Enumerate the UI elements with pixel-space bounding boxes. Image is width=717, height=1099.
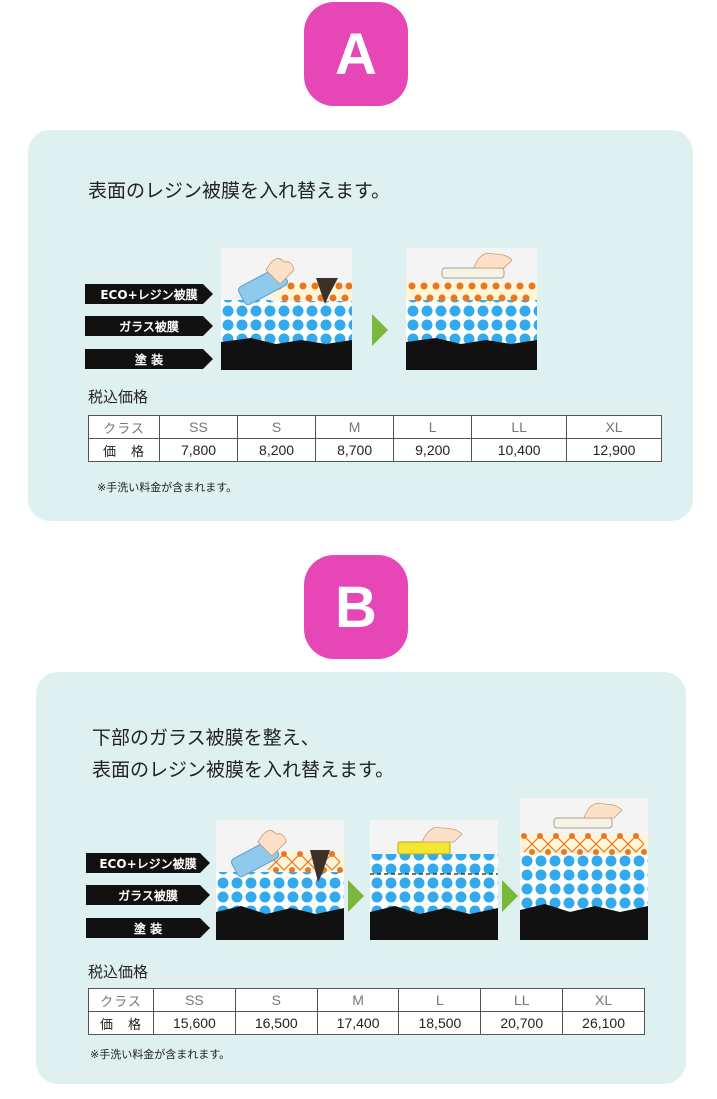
plan-b-description: 下部のガラス被膜を整え、 表面のレジン被膜を入れ替えます。 [92, 727, 395, 781]
price-cell: 8,200 [237, 438, 317, 462]
table-row: クラス SS S M L LL XL [88, 415, 662, 439]
resin-dots-new [408, 282, 536, 302]
polish-pad-icon [397, 826, 463, 855]
price-header-cell: 価 格 [88, 1011, 154, 1035]
size-cell: XL [562, 988, 645, 1012]
diagram-remove-resin [216, 820, 344, 940]
class-header-cell: クラス [88, 988, 154, 1012]
price-cell: 7,800 [158, 438, 239, 462]
size-cell: SS [153, 988, 236, 1012]
plan-b-note: ※手洗い料金が含まれます。 [90, 1048, 231, 1061]
size-cell: S [237, 415, 317, 439]
plan-a-price-table: クラス SS S M L LL XL 価 格 7,800 8,200 8,700… [88, 415, 662, 462]
arrow-right-icon [372, 314, 388, 346]
price-cell: 9,200 [393, 438, 473, 462]
plan-a-badge: A [304, 2, 408, 106]
plan-a-price-heading: 税込価格 [88, 388, 149, 406]
sponge-icon [231, 830, 287, 878]
size-cell: L [398, 988, 482, 1012]
price-cell: 16,500 [234, 1011, 318, 1035]
size-cell: XL [566, 415, 662, 439]
size-cell: M [316, 988, 400, 1012]
price-cell: 8,700 [315, 438, 395, 462]
plan-a-description: 表面のレジン被膜を入れ替えます。 [88, 180, 391, 202]
label-glass-layer: ガラス被膜 [86, 885, 210, 905]
label-paint-layer: 塗 装 [85, 349, 213, 369]
class-header-cell: クラス [88, 415, 160, 439]
arrow-right-icon [348, 880, 364, 912]
diagram-apply-resin [406, 248, 537, 370]
size-cell: SS [158, 415, 239, 439]
table-row: 価 格 15,600 16,500 17,400 18,500 20,700 2… [88, 1011, 645, 1035]
plan-b-price-table: クラス SS S M L LL XL 価 格 15,600 16,500 17,… [88, 988, 645, 1035]
arrow-right-icon [502, 880, 518, 912]
polish-pad-icon [553, 802, 623, 829]
plan-b-price-heading: 税込価格 [88, 963, 149, 981]
price-header-cell: 価 格 [88, 438, 160, 462]
price-cell: 10,400 [471, 438, 568, 462]
size-cell: LL [480, 988, 564, 1012]
sponge-icon [238, 258, 295, 306]
plan-b-badge: B [304, 555, 408, 659]
diagram-remove-resin [221, 248, 352, 370]
price-cell: 12,900 [566, 438, 662, 462]
size-cell: LL [471, 415, 568, 439]
label-glass-layer: ガラス被膜 [85, 316, 213, 336]
label-paint-layer: 塗 装 [86, 918, 210, 938]
polish-pad-icon [441, 252, 513, 279]
label-resin-layer: ECO+レジン被膜 [86, 853, 210, 873]
plan-b-panel: 下部のガラス被膜を整え、 表面のレジン被膜を入れ替えます。 ECO+レジン被膜 … [36, 672, 686, 1084]
price-cell: 26,100 [562, 1011, 645, 1035]
price-cell: 18,500 [398, 1011, 482, 1035]
label-resin-layer: ECO+レジン被膜 [85, 284, 213, 304]
diagram-level-glass [370, 820, 498, 940]
diagram-apply-resin [520, 798, 648, 940]
table-row: クラス SS S M L LL XL [88, 988, 645, 1012]
price-cell: 20,700 [480, 1011, 564, 1035]
price-cell: 15,600 [153, 1011, 236, 1035]
plan-a-panel: 表面のレジン被膜を入れ替えます。 ECO+レジン被膜 ガラス被膜 塗 装 [28, 130, 693, 521]
size-cell: S [234, 988, 318, 1012]
size-cell: M [315, 415, 395, 439]
plan-a-note: ※手洗い料金が含まれます。 [97, 481, 238, 494]
table-row: 価 格 7,800 8,200 8,700 9,200 10,400 12,90… [88, 438, 662, 462]
size-cell: L [393, 415, 473, 439]
price-cell: 17,400 [316, 1011, 400, 1035]
